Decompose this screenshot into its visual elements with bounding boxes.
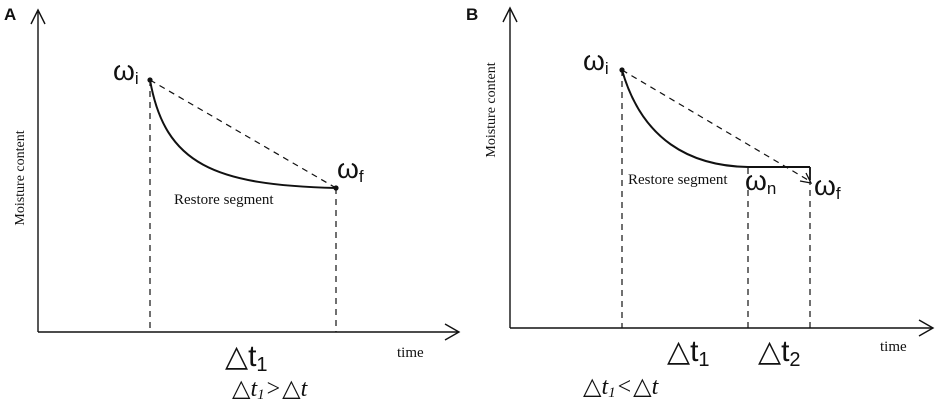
panel-a: A Moisture content time ωi ωf Restore se… [4,5,461,403]
panel-a-omega-i: ωi [113,55,139,88]
panel-a-point-end [333,185,339,191]
panel-b-omega-i: ωi [583,45,609,78]
panel-b-chord-arrowhead [799,172,813,184]
panel-b-delta-t2: △t2 [758,335,801,371]
panel-b-point-start [619,67,625,73]
panel-a-omega-f: ωf [337,153,364,186]
panel-b-restore-segment-label: Restore segment [628,172,728,188]
panel-b-y-axis-label: Moisture content [484,62,499,157]
panel-a-letter: A [4,5,16,24]
panel-b-dash-chord [621,69,809,181]
panel-a-delta-t1: △t1 [225,340,268,376]
panel-a-point-start [147,77,153,83]
panel-a-dash-chord [149,79,337,189]
panel-b-omega-f: ωf [814,170,841,203]
panel-b-condition: △t1<△t [583,374,660,401]
panel-b: B Moisture content time ωi ωn ωf Restore… [466,5,935,401]
panel-a-y-axis-label: Moisture content [13,130,28,225]
panel-a-drying-curve [149,79,337,189]
panel-b-x-axis-label: time [880,339,907,355]
panel-b-x-arrowhead [918,319,935,337]
panel-b-omega-n: ωn [745,165,776,198]
panel-a-restore-segment-label: Restore segment [174,192,274,208]
panel-a-y-arrowhead [30,8,46,25]
panel-b-delta-t1: △t1 [667,335,710,371]
panel-b-drying-curve [621,69,749,168]
panel-b-letter: B [466,5,478,24]
panel-a-condition: △t1>△t [232,376,309,403]
panel-a-x-arrowhead [444,323,461,341]
panel-b-y-arrowhead [502,6,518,23]
panel-a-x-axis-label: time [397,345,424,361]
